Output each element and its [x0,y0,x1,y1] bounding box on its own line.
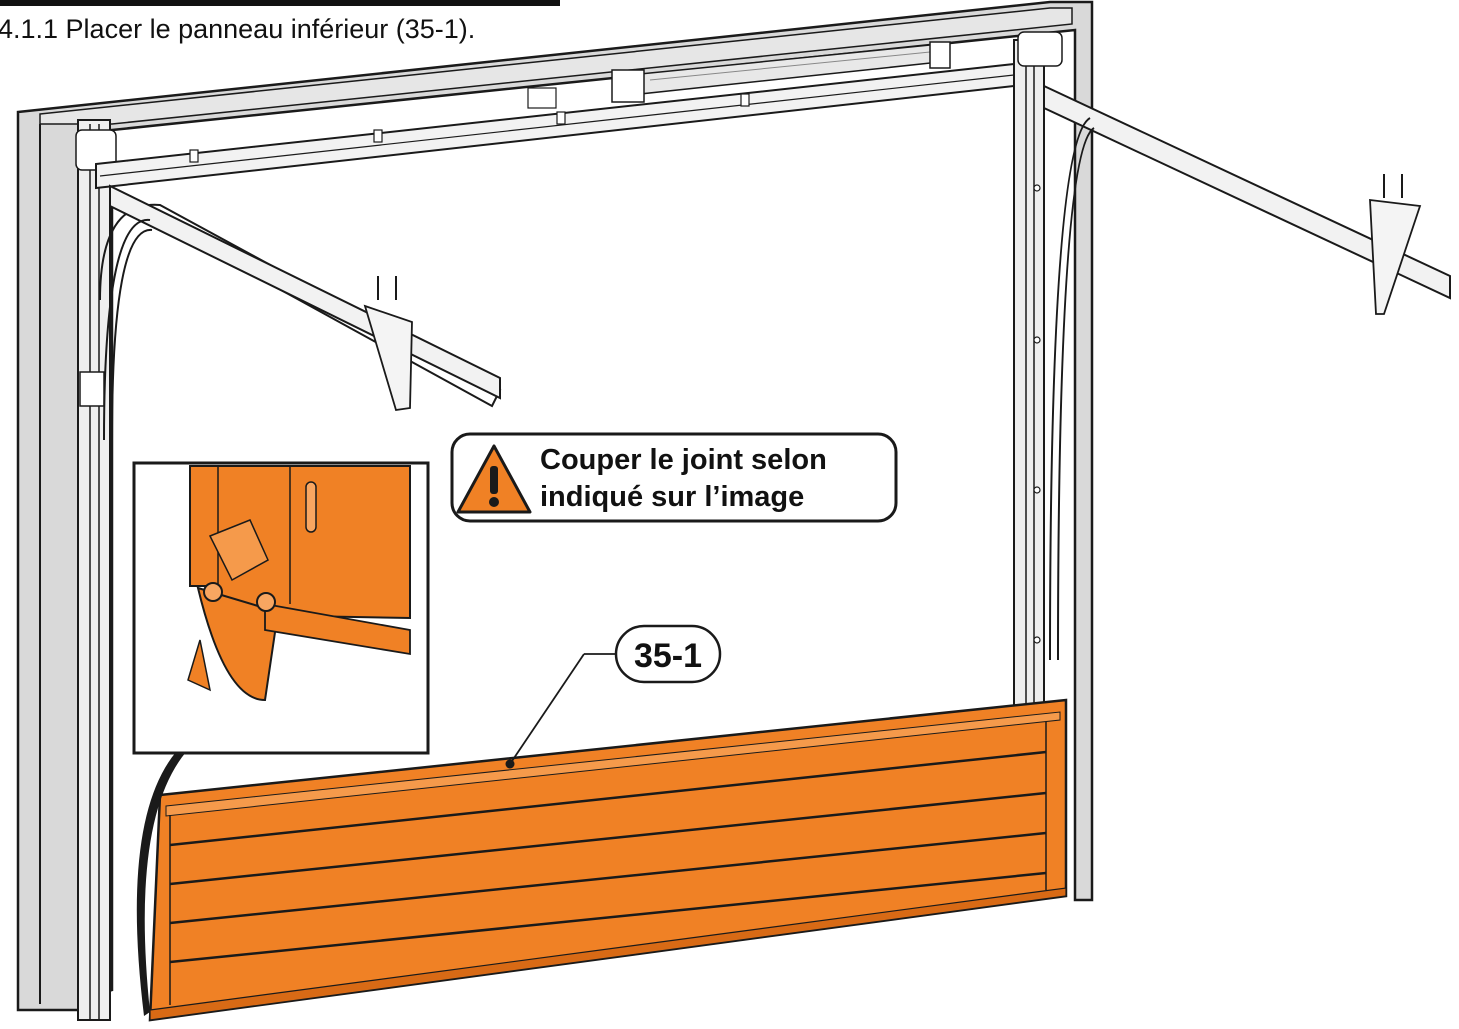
warning-triangle-icon [456,444,532,514]
top-header-beam [95,62,1015,190]
bottom-seal-strip [136,752,186,1016]
part-label-text: 35-1 [634,637,702,675]
bottom-door-panel [148,698,1068,1022]
cut-title-fragment [0,0,560,6]
step-instruction: 4.1.1 Placer le panneau inférieur (35-1)… [0,14,476,44]
warning-callout: Couper le joint selon indiqué sur l’imag… [450,432,898,523]
warning-line-2: indiqué sur l’image [540,481,804,513]
torsion-spring [611,41,951,103]
warning-line-1: Couper le joint selon [540,444,827,476]
seal-detail-inset [132,461,430,755]
wall-frame [16,0,1094,1012]
part-label-35-1: 35-1 [509,624,722,765]
beam-brackets [189,87,750,163]
right-horizontal-track [1043,84,1451,661]
left-horizontal-track [99,184,502,441]
left-vertical-track [75,119,117,1021]
